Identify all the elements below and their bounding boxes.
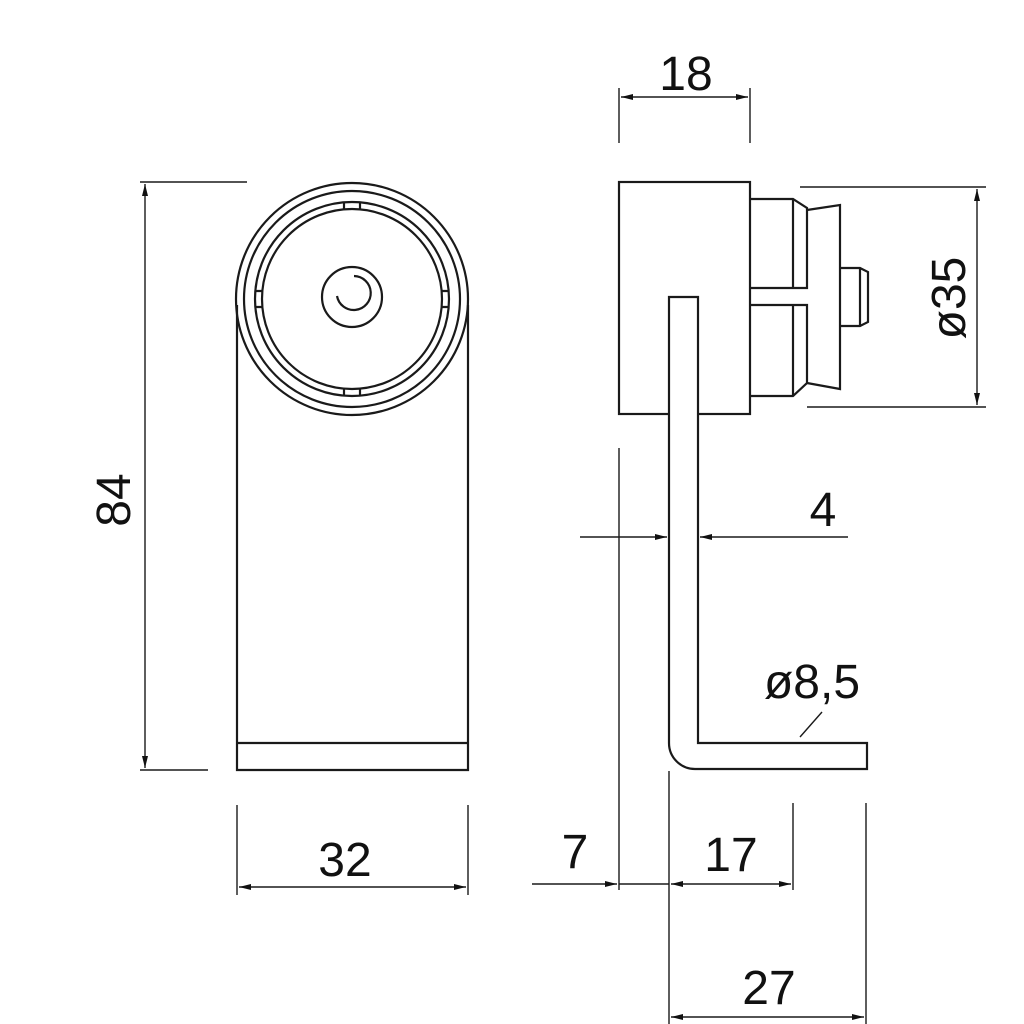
top-width-label: 18 xyxy=(659,48,712,101)
dimension-foot-length: 27 xyxy=(671,962,864,1020)
roller-diameter-label: ø35 xyxy=(923,257,976,340)
roller-upper-part xyxy=(750,197,809,290)
roller-ring-3 xyxy=(253,200,451,398)
roller-inner-ring xyxy=(260,207,444,391)
hub-circle xyxy=(320,265,384,329)
l-bracket xyxy=(667,295,869,771)
roller-outer-ring xyxy=(234,181,470,417)
roller-notches xyxy=(255,202,449,396)
axle-bolt xyxy=(840,266,870,328)
roller-ring-2 xyxy=(242,189,462,409)
roller-lower-part xyxy=(750,303,809,398)
dimension-bracket-thickness: 4 xyxy=(580,484,848,540)
front-body-outline xyxy=(235,305,470,772)
dimension-offset-and-hole: 7 17 xyxy=(532,448,867,1024)
dimension-hole-diameter: ø8,5 xyxy=(764,656,860,738)
roller-flange xyxy=(806,203,842,391)
dimension-roller-diameter: ø35 xyxy=(800,186,986,408)
height-label: 84 xyxy=(88,473,141,526)
width-label: 32 xyxy=(318,834,371,887)
foot-length-label: 27 xyxy=(742,962,795,1015)
hole-position-label: 17 xyxy=(704,829,757,882)
dimension-width: 32 xyxy=(236,805,469,895)
hub-bolt-arc xyxy=(335,274,372,312)
front-view xyxy=(234,181,470,772)
dimension-height: 84 xyxy=(88,181,247,771)
bracket-thickness-label: 4 xyxy=(810,484,837,537)
dimension-top-width: 18 xyxy=(618,48,751,143)
offset-label: 7 xyxy=(562,826,589,879)
hole-diameter-label: ø8,5 xyxy=(764,656,860,709)
side-view xyxy=(617,180,870,771)
